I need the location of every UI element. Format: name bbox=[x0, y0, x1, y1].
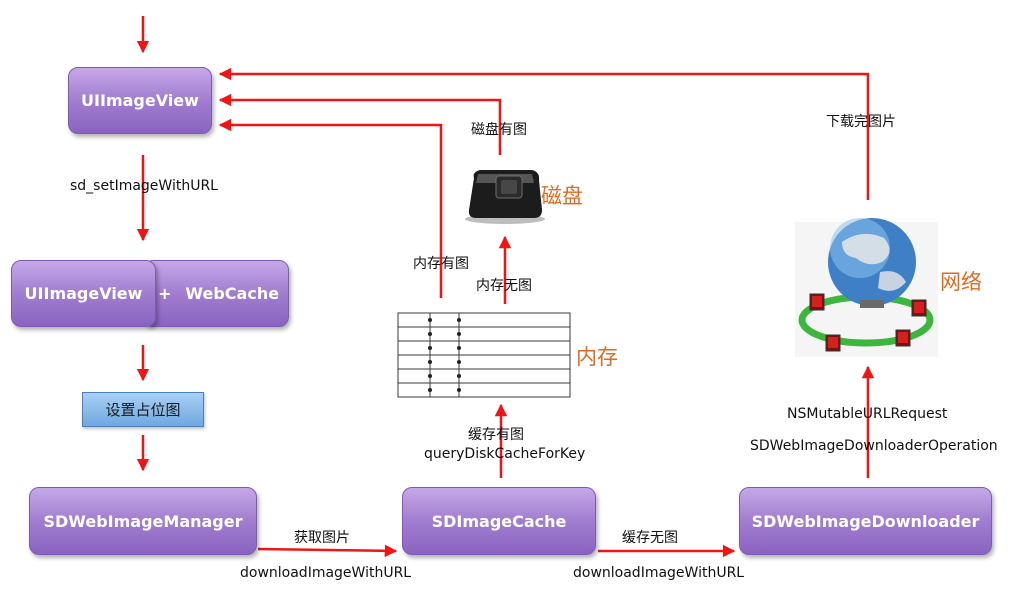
downloader-node: SDWebImageDownloader bbox=[739, 487, 992, 555]
fetch-image-label: 获取图片 bbox=[294, 530, 350, 546]
set-placeholder-box: 设置占位图 bbox=[82, 392, 204, 427]
image-cache-label: SDImageCache bbox=[431, 511, 567, 531]
operation-label: SDWebImageDownloaderOperation bbox=[750, 438, 998, 454]
memory-table-icon bbox=[397, 312, 571, 398]
memory-store-label: 内存 bbox=[576, 345, 618, 369]
disk-has-label: 磁盘有图 bbox=[471, 122, 527, 138]
memory-hit-return-arrow bbox=[218, 118, 443, 298]
memory-none-label: 内存无图 bbox=[476, 278, 532, 294]
image-cache-node: SDImageCache bbox=[402, 487, 596, 555]
download-url-label-2: downloadImageWithURL bbox=[573, 565, 745, 581]
uiimageview-top-node: UIImageView bbox=[68, 67, 212, 134]
query-disk-label: queryDiskCacheForKey bbox=[424, 446, 586, 462]
download-url-label-1: downloadImageWithURL bbox=[240, 565, 412, 581]
ns-request-label: NSMutableURLRequest bbox=[787, 406, 948, 422]
manager-to-cache-arrow bbox=[257, 544, 398, 558]
manager-label: SDWebImageManager bbox=[43, 511, 243, 531]
memory-table-dots bbox=[428, 318, 461, 392]
disk-drive-icon bbox=[465, 170, 545, 224]
uiimageview-combo-node: UIImageView bbox=[11, 260, 156, 327]
manager-node: SDWebImageManager bbox=[29, 487, 257, 555]
plus-label: + bbox=[158, 284, 172, 303]
uiimageview-combo-label: UIImageView bbox=[24, 284, 143, 303]
webcache-label: WebCache bbox=[185, 284, 280, 303]
disk-hit-return-arrow bbox=[218, 93, 502, 155]
download-done-label: 下载完图片 bbox=[826, 114, 896, 130]
uiimageview-top-label: UIImageView bbox=[81, 91, 199, 110]
network-return-arrow bbox=[218, 67, 870, 200]
webcache-node: + WebCache bbox=[143, 260, 289, 327]
sd-set-image-label: sd_setImageWithURL bbox=[70, 178, 218, 194]
cache-miss-label: 缓存无图 bbox=[622, 530, 678, 546]
disk-store-label: 磁盘 bbox=[541, 184, 583, 208]
cache-hit-label: 缓存有图 bbox=[468, 427, 524, 443]
network-store-label: 网络 bbox=[940, 270, 982, 294]
set-placeholder-label: 设置占位图 bbox=[105, 401, 181, 419]
network-globe-icon bbox=[795, 218, 938, 357]
downloader-label: SDWebImageDownloader bbox=[751, 511, 980, 531]
memory-has-label: 内存有图 bbox=[413, 256, 469, 272]
